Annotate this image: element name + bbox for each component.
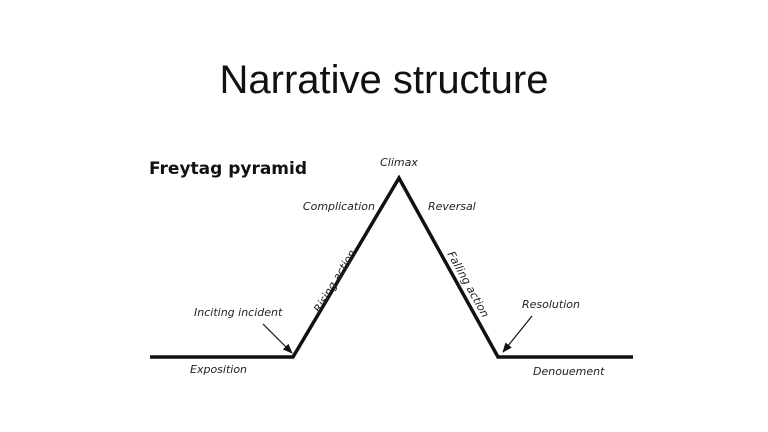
label-denouement: Denouement	[533, 365, 605, 378]
label-rising-action: Rising action	[311, 247, 359, 314]
label-climax: Climax	[380, 156, 418, 169]
diagram-heading: Freytag pyramid	[149, 159, 307, 179]
slide-title: Narrative structure	[219, 58, 549, 102]
label-reversal: Reversal	[428, 200, 476, 213]
label-inciting-incident: Inciting incident	[194, 306, 283, 319]
label-complication: Complication	[303, 200, 375, 213]
label-resolution: Resolution	[522, 298, 580, 311]
resolution-arrow	[502, 315, 533, 353]
inciting-incident-arrow	[262, 323, 293, 354]
label-exposition: Exposition	[190, 363, 247, 376]
label-falling-action: Falling action	[445, 249, 492, 320]
pyramid-line	[150, 174, 633, 359]
